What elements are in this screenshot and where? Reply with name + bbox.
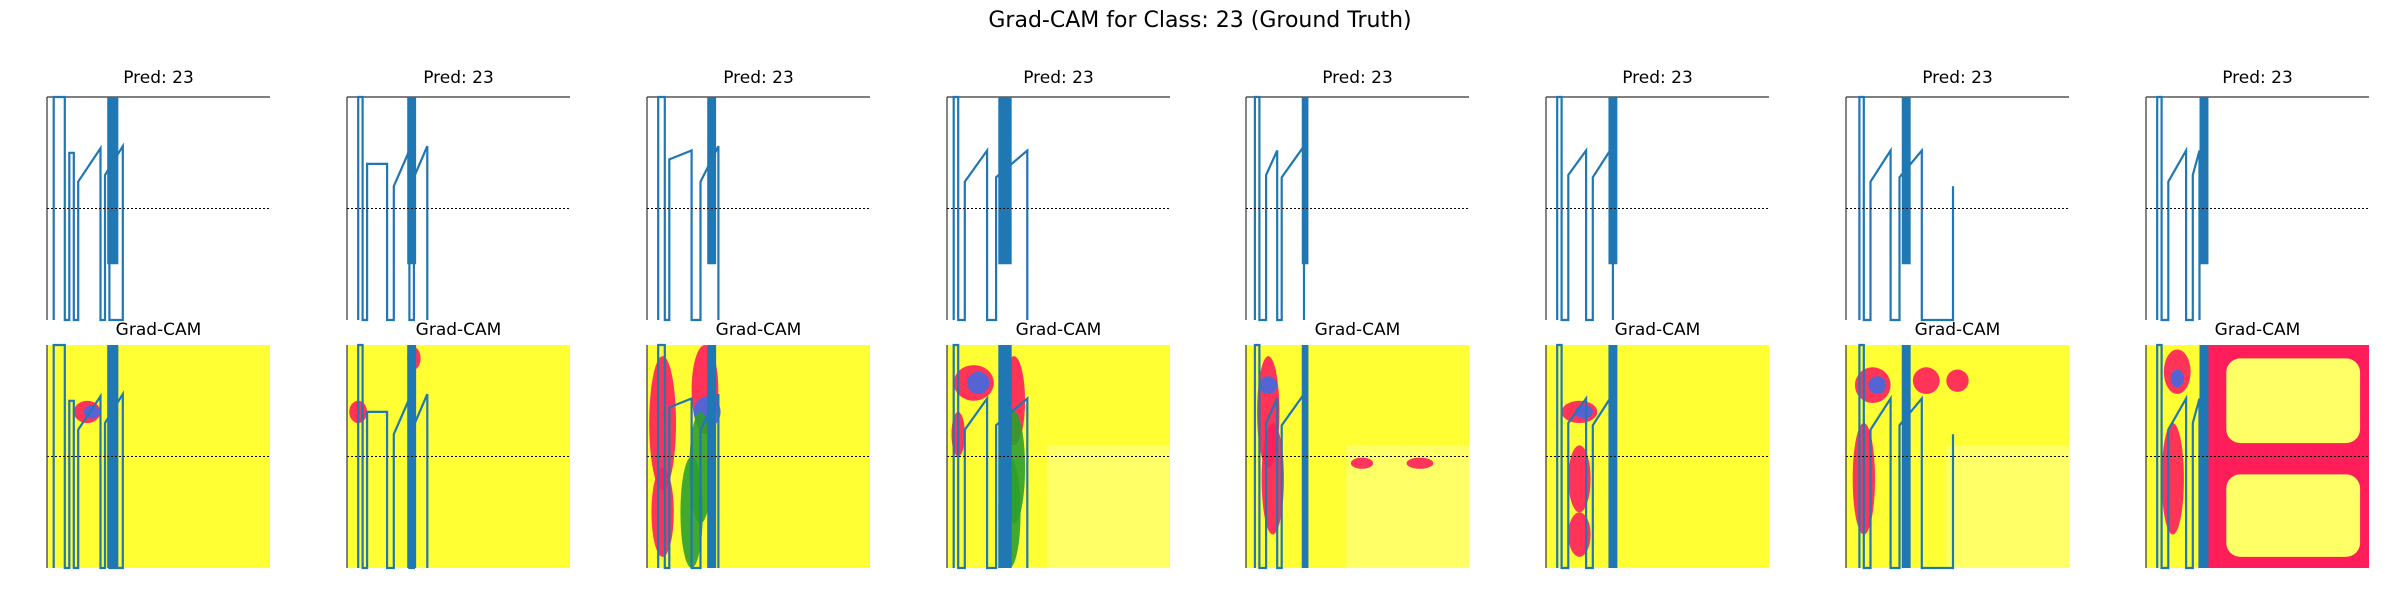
signal-dense-band — [1608, 345, 1618, 568]
cam-title-6: Grad-CAM — [1614, 320, 1701, 340]
signal-dense-band — [107, 97, 119, 265]
pred-title-2: Pred: 23 — [423, 68, 494, 88]
signal-dense-band — [1301, 345, 1309, 568]
signal-dense-band — [707, 97, 717, 265]
pred-title-7: Pred: 23 — [1922, 68, 1993, 88]
cam-title-7: Grad-CAM — [1914, 320, 2001, 340]
cam-hotspot — [1568, 512, 1591, 557]
pred-title-5: Pred: 23 — [1322, 68, 1393, 88]
figure-title: Grad-CAM for Class: 23 (Ground Truth) — [988, 8, 1412, 33]
cam-hotspot — [1350, 457, 1374, 469]
signal-trace — [657, 95, 720, 322]
cam-title-3: Grad-CAM — [715, 320, 802, 340]
cam-plot-1 — [46, 343, 270, 570]
signal-trace — [1556, 343, 1614, 570]
pred-title-1: Pred: 23 — [123, 68, 194, 88]
pred-plot-1 — [46, 95, 270, 322]
cam-title-4: Grad-CAM — [1015, 320, 1102, 340]
signal-dense-band — [1901, 97, 1911, 265]
signal-trace — [52, 343, 124, 570]
cam-hotspot — [651, 467, 674, 557]
cam-hotspot — [1946, 369, 1969, 392]
signal-trace — [1253, 95, 1306, 322]
signal-dense-band — [407, 97, 417, 265]
pred-plot-5 — [1245, 95, 1469, 322]
pred-title-3: Pred: 23 — [723, 68, 794, 88]
cam-cool-region — [2226, 358, 2361, 444]
cam-plot-3 — [646, 343, 870, 570]
signal-dense-band — [1608, 97, 1618, 265]
pred-plot-3 — [646, 95, 870, 322]
cam-hotspot — [1406, 457, 1434, 469]
cam-title-1: Grad-CAM — [115, 320, 202, 340]
signal-dense-band — [2199, 97, 2209, 265]
cam-low-region — [1047, 445, 1170, 568]
cam-plot-6 — [1545, 343, 1769, 570]
cam-hotspot — [2170, 369, 2184, 388]
cam-plot-2 — [346, 343, 570, 570]
cam-hotspot — [1868, 376, 1887, 395]
pred-title-4: Pred: 23 — [1023, 68, 1094, 88]
signal-trace — [657, 343, 720, 570]
cam-plot-4 — [946, 343, 1170, 570]
cam-low-region — [1946, 445, 2069, 568]
cam-hotspot — [2161, 423, 2184, 535]
signal-trace — [2156, 95, 2201, 322]
cam-title-2: Grad-CAM — [415, 320, 502, 340]
signal-trace — [1253, 343, 1306, 570]
cam-hotspot — [1912, 367, 1940, 395]
pred-plot-2 — [346, 95, 570, 322]
signal-dense-band — [1301, 97, 1309, 265]
cam-plot-8 — [2145, 343, 2369, 570]
cam-hotspot — [1259, 376, 1278, 395]
pred-plot-7 — [1845, 95, 2069, 322]
cam-hotspot — [967, 371, 990, 395]
pred-plot-4 — [946, 95, 1170, 322]
signal-trace — [1556, 95, 1614, 322]
signal-dense-band — [998, 97, 1012, 265]
pred-title-8: Pred: 23 — [2222, 68, 2293, 88]
pred-title-6: Pred: 23 — [1622, 68, 1693, 88]
cam-plot-5 — [1245, 343, 1469, 570]
cam-plot-7 — [1845, 343, 2069, 570]
pred-plot-6 — [1545, 95, 1769, 322]
signal-trace — [1858, 343, 1955, 570]
cam-hotspot — [1568, 445, 1591, 513]
cam-title-8: Grad-CAM — [2214, 320, 2301, 340]
cam-cool-region — [2226, 474, 2361, 557]
signal-trace — [1858, 95, 1955, 322]
signal-trace — [52, 95, 124, 322]
pred-plot-8 — [2145, 95, 2369, 322]
signal-trace — [2156, 343, 2201, 570]
cam-title-5: Grad-CAM — [1314, 320, 1401, 340]
cam-hotspot — [1261, 423, 1284, 535]
